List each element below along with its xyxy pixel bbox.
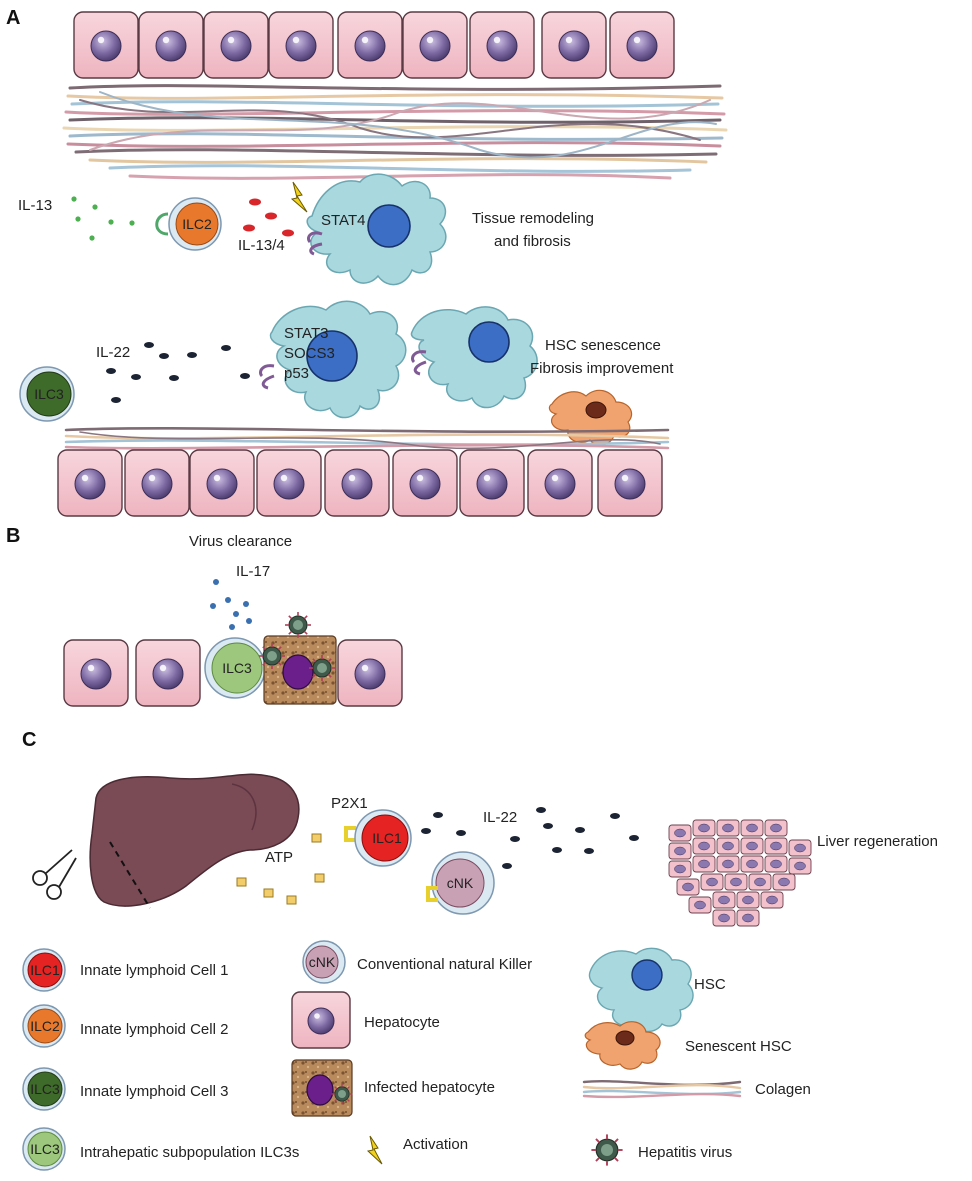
p53-label: p53 — [284, 365, 309, 382]
il22-cytokine-dots-c — [421, 807, 639, 869]
regenerating-tissue — [668, 819, 812, 927]
legend-ilc2: ILC2 Innate lymphoid Cell 2 — [22, 1004, 228, 1048]
hsc-senescing — [410, 306, 538, 409]
hsc-activated — [306, 173, 447, 286]
infected-hepatocyte-b — [258, 635, 337, 705]
legend-hepatocyte: Hepatocyte — [291, 991, 440, 1049]
liver-regeneration-label: Liver regeneration — [817, 833, 938, 850]
il13-receptor-icon — [155, 212, 169, 236]
hepatocyte-row-top — [73, 11, 675, 79]
remodel-label-2: and fibrosis — [494, 233, 571, 250]
liver-icon — [89, 773, 300, 907]
legend-colagen: Colagen — [582, 1079, 811, 1099]
hepatocyte-icon — [203, 11, 269, 79]
ilc3-label-b: ILC3 — [222, 660, 252, 676]
panel-label-c: C — [22, 729, 36, 751]
p2x1-label: P2X1 — [331, 795, 368, 812]
ilc1-label-c: ILC1 — [372, 830, 402, 846]
legend-ilc3: ILC3 Innate lymphoid Cell 3 — [22, 1067, 228, 1111]
hepatocyte-icon — [138, 11, 204, 79]
legend-activation-label: Activation — [403, 1136, 468, 1153]
legend-hsc: HSC — [588, 947, 726, 1033]
hepatocyte-icon — [268, 11, 334, 79]
atp-label: ATP — [265, 849, 293, 866]
legend: ILC1 Innate lymphoid Cell 1 ILC2 Innate … — [22, 940, 811, 1171]
legend-infected-hepatocyte: Infected hepatocyte — [291, 1059, 495, 1117]
legend-activation: Activation — [366, 1135, 468, 1165]
hepatocyte-row-bottom — [57, 449, 663, 517]
fibrosis-improvement-label: Fibrosis improvement — [530, 360, 674, 377]
stat4-label: STAT4 — [321, 212, 365, 229]
il13-label: IL-13 — [18, 197, 52, 214]
socs3-label: SOCS3 — [284, 345, 335, 362]
il22-cytokine-dots-a — [106, 342, 250, 403]
resection-line — [109, 841, 151, 909]
cnk-cell-c: cNK — [431, 851, 495, 915]
cnk-label-c: cNK — [447, 875, 474, 891]
legend-ilc3s-abbr: ILC3 — [30, 1141, 60, 1157]
legend-hepatocyte-label: Hepatocyte — [364, 1014, 440, 1031]
legend-ilc1-label: Innate lymphoid Cell 1 — [80, 962, 228, 979]
cnk-receptor-icon — [426, 886, 438, 902]
legend-ilc3s-label: Intrahepatic subpopulation ILC3s — [80, 1144, 299, 1161]
ilc2-label: ILC2 — [182, 216, 212, 232]
atp-dots — [236, 833, 325, 905]
hepatocyte-icon — [609, 11, 675, 79]
p2x1-receptor-icon — [344, 826, 356, 842]
collagen-bundle-top — [62, 84, 728, 180]
ilc3-label-a: ILC3 — [34, 386, 64, 402]
il22-label-c: IL-22 — [483, 809, 517, 826]
activation-icon — [290, 181, 308, 213]
il22-receptor-icon-a — [259, 364, 275, 390]
il13-4-label: IL-13/4 — [238, 237, 285, 254]
legend-ilc1: ILC1 Innate lymphoid Cell 1 — [22, 948, 228, 992]
legend-virus-label: Hepatitis virus — [638, 1144, 732, 1161]
remodel-label-1: Tissue remodeling — [472, 210, 594, 227]
activation-icon — [366, 1135, 383, 1165]
legend-cnk-abbr: cNK — [309, 954, 336, 970]
ilc3-cell-a: ILC3 — [19, 366, 75, 422]
legend-ilc2-label: Innate lymphoid Cell 2 — [80, 1021, 228, 1038]
legend-ilc3-abbr: ILC3 — [30, 1081, 60, 1097]
stat3-label: STAT3 — [284, 325, 328, 342]
hepatocyte-icon — [541, 11, 607, 79]
ilc1-cell-c: ILC1 — [354, 809, 412, 867]
legend-cnk: cNK Conventional natural Killer — [302, 940, 532, 984]
hepatocyte-icon — [469, 11, 535, 79]
panel-label-a: A — [6, 7, 20, 29]
hepatitis-virus-icon — [590, 1133, 624, 1167]
panel-label-b: B — [6, 525, 20, 547]
ilc3s-cell-b: ILC3 — [204, 637, 266, 699]
legend-ilc1-abbr: ILC1 — [30, 962, 60, 978]
hsc-stat3 — [269, 300, 407, 419]
hepatocyte-icon — [402, 11, 468, 79]
il22-label-a: IL-22 — [96, 344, 130, 361]
il17-label: IL-17 — [236, 563, 270, 580]
legend-hsc-label: HSC — [694, 976, 726, 993]
il13-cytokine-dots — [71, 196, 135, 241]
legend-colagen-label: Colagen — [755, 1081, 811, 1098]
ilc2-cell: ILC2 — [168, 197, 222, 251]
il17-cytokine-dots — [210, 579, 252, 630]
hepatocyte-icon — [73, 11, 139, 79]
legend-ilc3-label: Innate lymphoid Cell 3 — [80, 1083, 228, 1100]
il13-4-receptor-icon — [307, 231, 323, 256]
legend-ilc3s: ILC3 Intrahepatic subpopulation ILC3s — [22, 1127, 299, 1171]
il13-4-cytokine-dots — [243, 198, 294, 237]
hepatitis-virus-icon — [284, 611, 312, 639]
il22-receptor-icon-b — [411, 350, 427, 376]
legend-senescent-label: Senescent HSC — [685, 1038, 792, 1055]
legend-virus: Hepatitis virus — [590, 1133, 732, 1167]
hsc-senescence-label: HSC senescence — [545, 337, 661, 354]
collagen-bundle-mid — [64, 426, 670, 450]
legend-cnk-label: Conventional natural Killer — [357, 956, 532, 973]
hepatocyte-icon — [337, 11, 403, 79]
legend-senescent-hsc: Senescent HSC — [584, 1021, 792, 1070]
legend-ilc2-abbr: ILC2 — [30, 1018, 60, 1034]
legend-infected-label: Infected hepatocyte — [364, 1079, 495, 1096]
virus-clearance-label: Virus clearance — [189, 533, 292, 550]
scissors-icon — [32, 849, 77, 900]
